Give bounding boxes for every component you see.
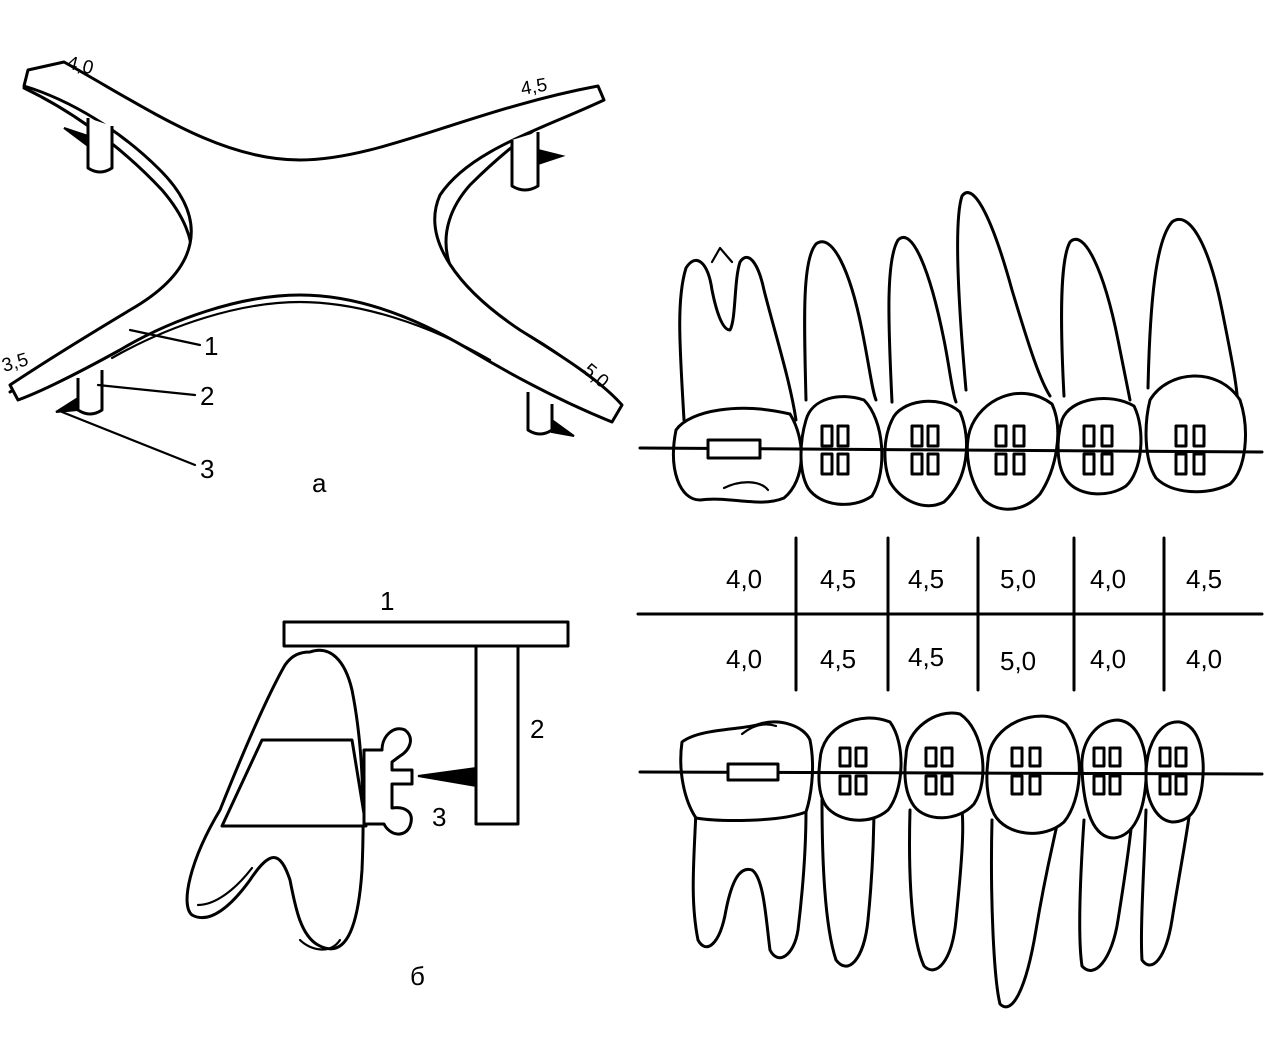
upper-tooth-3-crown	[883, 399, 969, 508]
positioner-stem	[474, 644, 520, 826]
upper-molar-root-tip	[710, 246, 734, 264]
callout-a-2-leader	[96, 383, 197, 397]
callout-b-3: 3	[432, 802, 446, 832]
upper-bracket-3	[994, 424, 1026, 476]
lower-tooth-2-root	[820, 798, 876, 968]
positioner-side-view	[185, 620, 570, 951]
figure-b-label: б	[410, 961, 425, 991]
gauge-bottom-arc-edge	[110, 300, 492, 362]
table-cell-upper-3: 4,5	[908, 564, 944, 594]
upper-molar-tube	[706, 438, 762, 460]
gauge-pin-top-left	[63, 118, 114, 174]
table-cell-lower-2: 4,5	[820, 644, 856, 674]
table-cell-upper-4: 5,0	[1000, 564, 1036, 594]
figure-a-label: а	[312, 468, 327, 498]
lower-bracket-5	[1158, 746, 1188, 796]
lower-tooth-2-crown	[817, 716, 903, 822]
table-cell-lower-6: 4,0	[1186, 644, 1222, 674]
lower-molar-tube	[726, 762, 780, 782]
upper-tooth-5-root	[1060, 238, 1132, 402]
upper-molar-roots	[678, 255, 798, 422]
gauge-plate	[8, 60, 624, 424]
callout-a-3: 3	[200, 454, 214, 484]
table-cell-lower-1: 4,0	[726, 644, 762, 674]
lower-bracket-1	[838, 746, 868, 796]
upper-bracket-5	[1174, 424, 1206, 476]
lower-bracket-2	[924, 746, 954, 796]
table-cell-lower-5: 4,0	[1090, 644, 1126, 674]
table-cell-upper-6: 4,5	[1186, 564, 1222, 594]
lower-tooth-6-root	[1139, 808, 1192, 967]
positioner-bar	[282, 620, 570, 648]
gauge-end-top-right: 4,5	[519, 75, 549, 100]
gauge-pin-top-right	[510, 132, 566, 192]
lower-tooth-6-crown	[1144, 720, 1205, 824]
upper-tooth-4-root	[956, 191, 1052, 398]
upper-teeth-row	[638, 191, 1264, 511]
tooth-contour-inner	[298, 938, 342, 951]
lower-bracket-3	[1010, 746, 1042, 796]
lower-teeth-row	[638, 711, 1264, 1009]
upper-tooth-2-root	[803, 240, 878, 402]
tooth-contour-inner-2	[196, 866, 254, 907]
table-cell-lower-4: 5,0	[1000, 646, 1036, 676]
lower-molar-roots	[691, 808, 808, 960]
gauge-cross	[8, 60, 624, 467]
table-cell-lower-3: 4,5	[908, 642, 944, 672]
measurement-table	[636, 536, 1264, 692]
upper-tooth-3-root	[887, 236, 958, 404]
positioner-blade	[417, 766, 477, 788]
callout-b-1: 1	[380, 586, 394, 616]
callout-b-2: 2	[530, 714, 544, 744]
lower-tooth-3-root	[908, 808, 965, 972]
bracket-side	[362, 727, 414, 836]
upper-tooth-6-root	[1146, 217, 1240, 412]
table-cell-upper-1: 4,0	[726, 564, 762, 594]
lower-molar-cusp	[740, 723, 778, 736]
callout-a-2: 2	[200, 381, 214, 411]
gauge-pin-bottom-right	[526, 392, 575, 437]
lower-tooth-5-root	[1078, 818, 1134, 972]
callout-a-3-leader	[60, 410, 197, 467]
lower-tooth-4-root	[989, 818, 1060, 1009]
upper-bracket-1	[820, 424, 850, 476]
upper-bracket-4	[1082, 424, 1114, 476]
upper-bracket-2	[910, 424, 940, 476]
gauge-pin-bottom-left	[55, 370, 104, 416]
callout-a-1: 1	[204, 331, 218, 361]
upper-tooth-5-crown	[1056, 397, 1143, 496]
table-cell-upper-5: 4,0	[1090, 564, 1126, 594]
orthodontic-band	[220, 738, 368, 828]
table-cell-upper-2: 4,5	[820, 564, 856, 594]
callout-a-1-leader	[128, 328, 202, 347]
lower-bracket-4	[1092, 746, 1122, 796]
upper-molar-cusp	[722, 481, 770, 492]
